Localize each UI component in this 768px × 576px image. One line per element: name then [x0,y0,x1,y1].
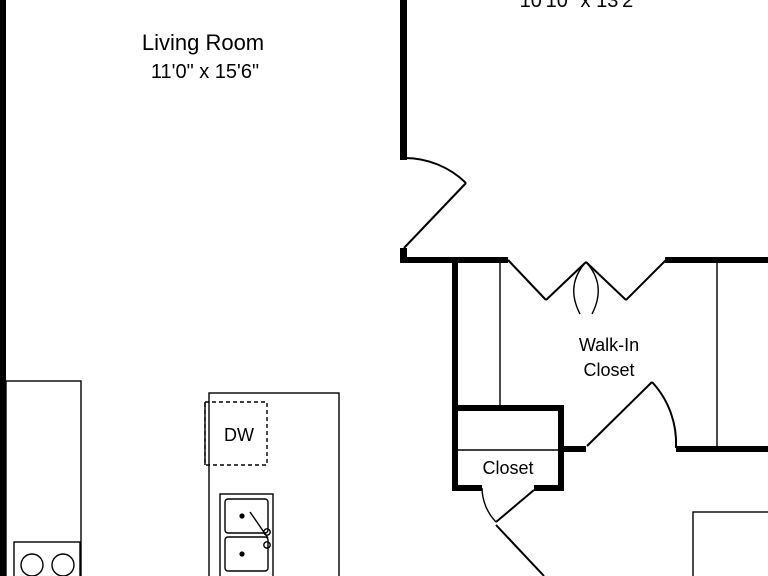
faucet-icon [249,511,269,539]
bifold-door-left-b [545,261,587,301]
bedroom-left-wall-lower [400,248,407,262]
closet-bottom-wall-left [452,485,482,491]
faucet-handle-icon [263,541,271,549]
closet-bottom-wall-right [534,485,564,491]
living-room-name: Living Room [142,30,264,55]
bifold-door-left-a [507,259,547,301]
bedroom-door-arc [403,156,467,184]
living-room-dimensions: 11'0" x 15'6" [151,61,259,83]
sink-outer [219,493,274,576]
bifold-door-swing-arc [573,261,599,315]
hallway-opening-edge [495,524,545,576]
dishwasher-label: DW [224,425,254,445]
labels: 10'10" x 13'2" Living Room 11'0" x 15'6"… [142,0,641,478]
closet-shelving [458,263,718,451]
left-counter [5,380,82,576]
bedroom-dimensions: 10'10" x 13'2" [520,0,641,12]
closet-door-arc [481,487,497,523]
bedroom-left-wall [400,0,407,160]
left-exterior-wall [0,0,6,576]
range [13,541,81,576]
bifold-door-right-a [585,261,627,301]
sink-basin-top [224,498,269,534]
closet-door-leaf [495,489,535,523]
faucet-handle-icon [263,528,271,536]
walk-in-closet-bottom-wall-left [558,446,586,452]
bathroom-counter [692,511,768,576]
kitchen-island [208,392,340,576]
closet-area-left-wall [452,257,458,491]
bedroom-bottom-wall-right [665,257,768,263]
bifold-door-right-b [625,259,667,301]
closet-top-wall [452,405,564,411]
kitchen [5,380,340,576]
drain-icon [239,551,245,557]
bedroom-door-leaf [403,182,467,249]
closet-name: Closet [482,458,533,478]
doors [403,156,678,576]
walk-in-closet-name-line2: Closet [583,360,634,380]
sink-basin-bottom [224,536,269,572]
burner-icon [20,553,44,576]
burner-icon [51,553,75,576]
walk-in-door-arc [651,381,678,449]
walk-in-door-leaf [586,381,653,447]
walk-in-closet-bottom-wall-right [676,446,768,452]
walk-in-closet-name-line1: Walk-In [579,335,639,355]
drain-icon [239,513,245,519]
